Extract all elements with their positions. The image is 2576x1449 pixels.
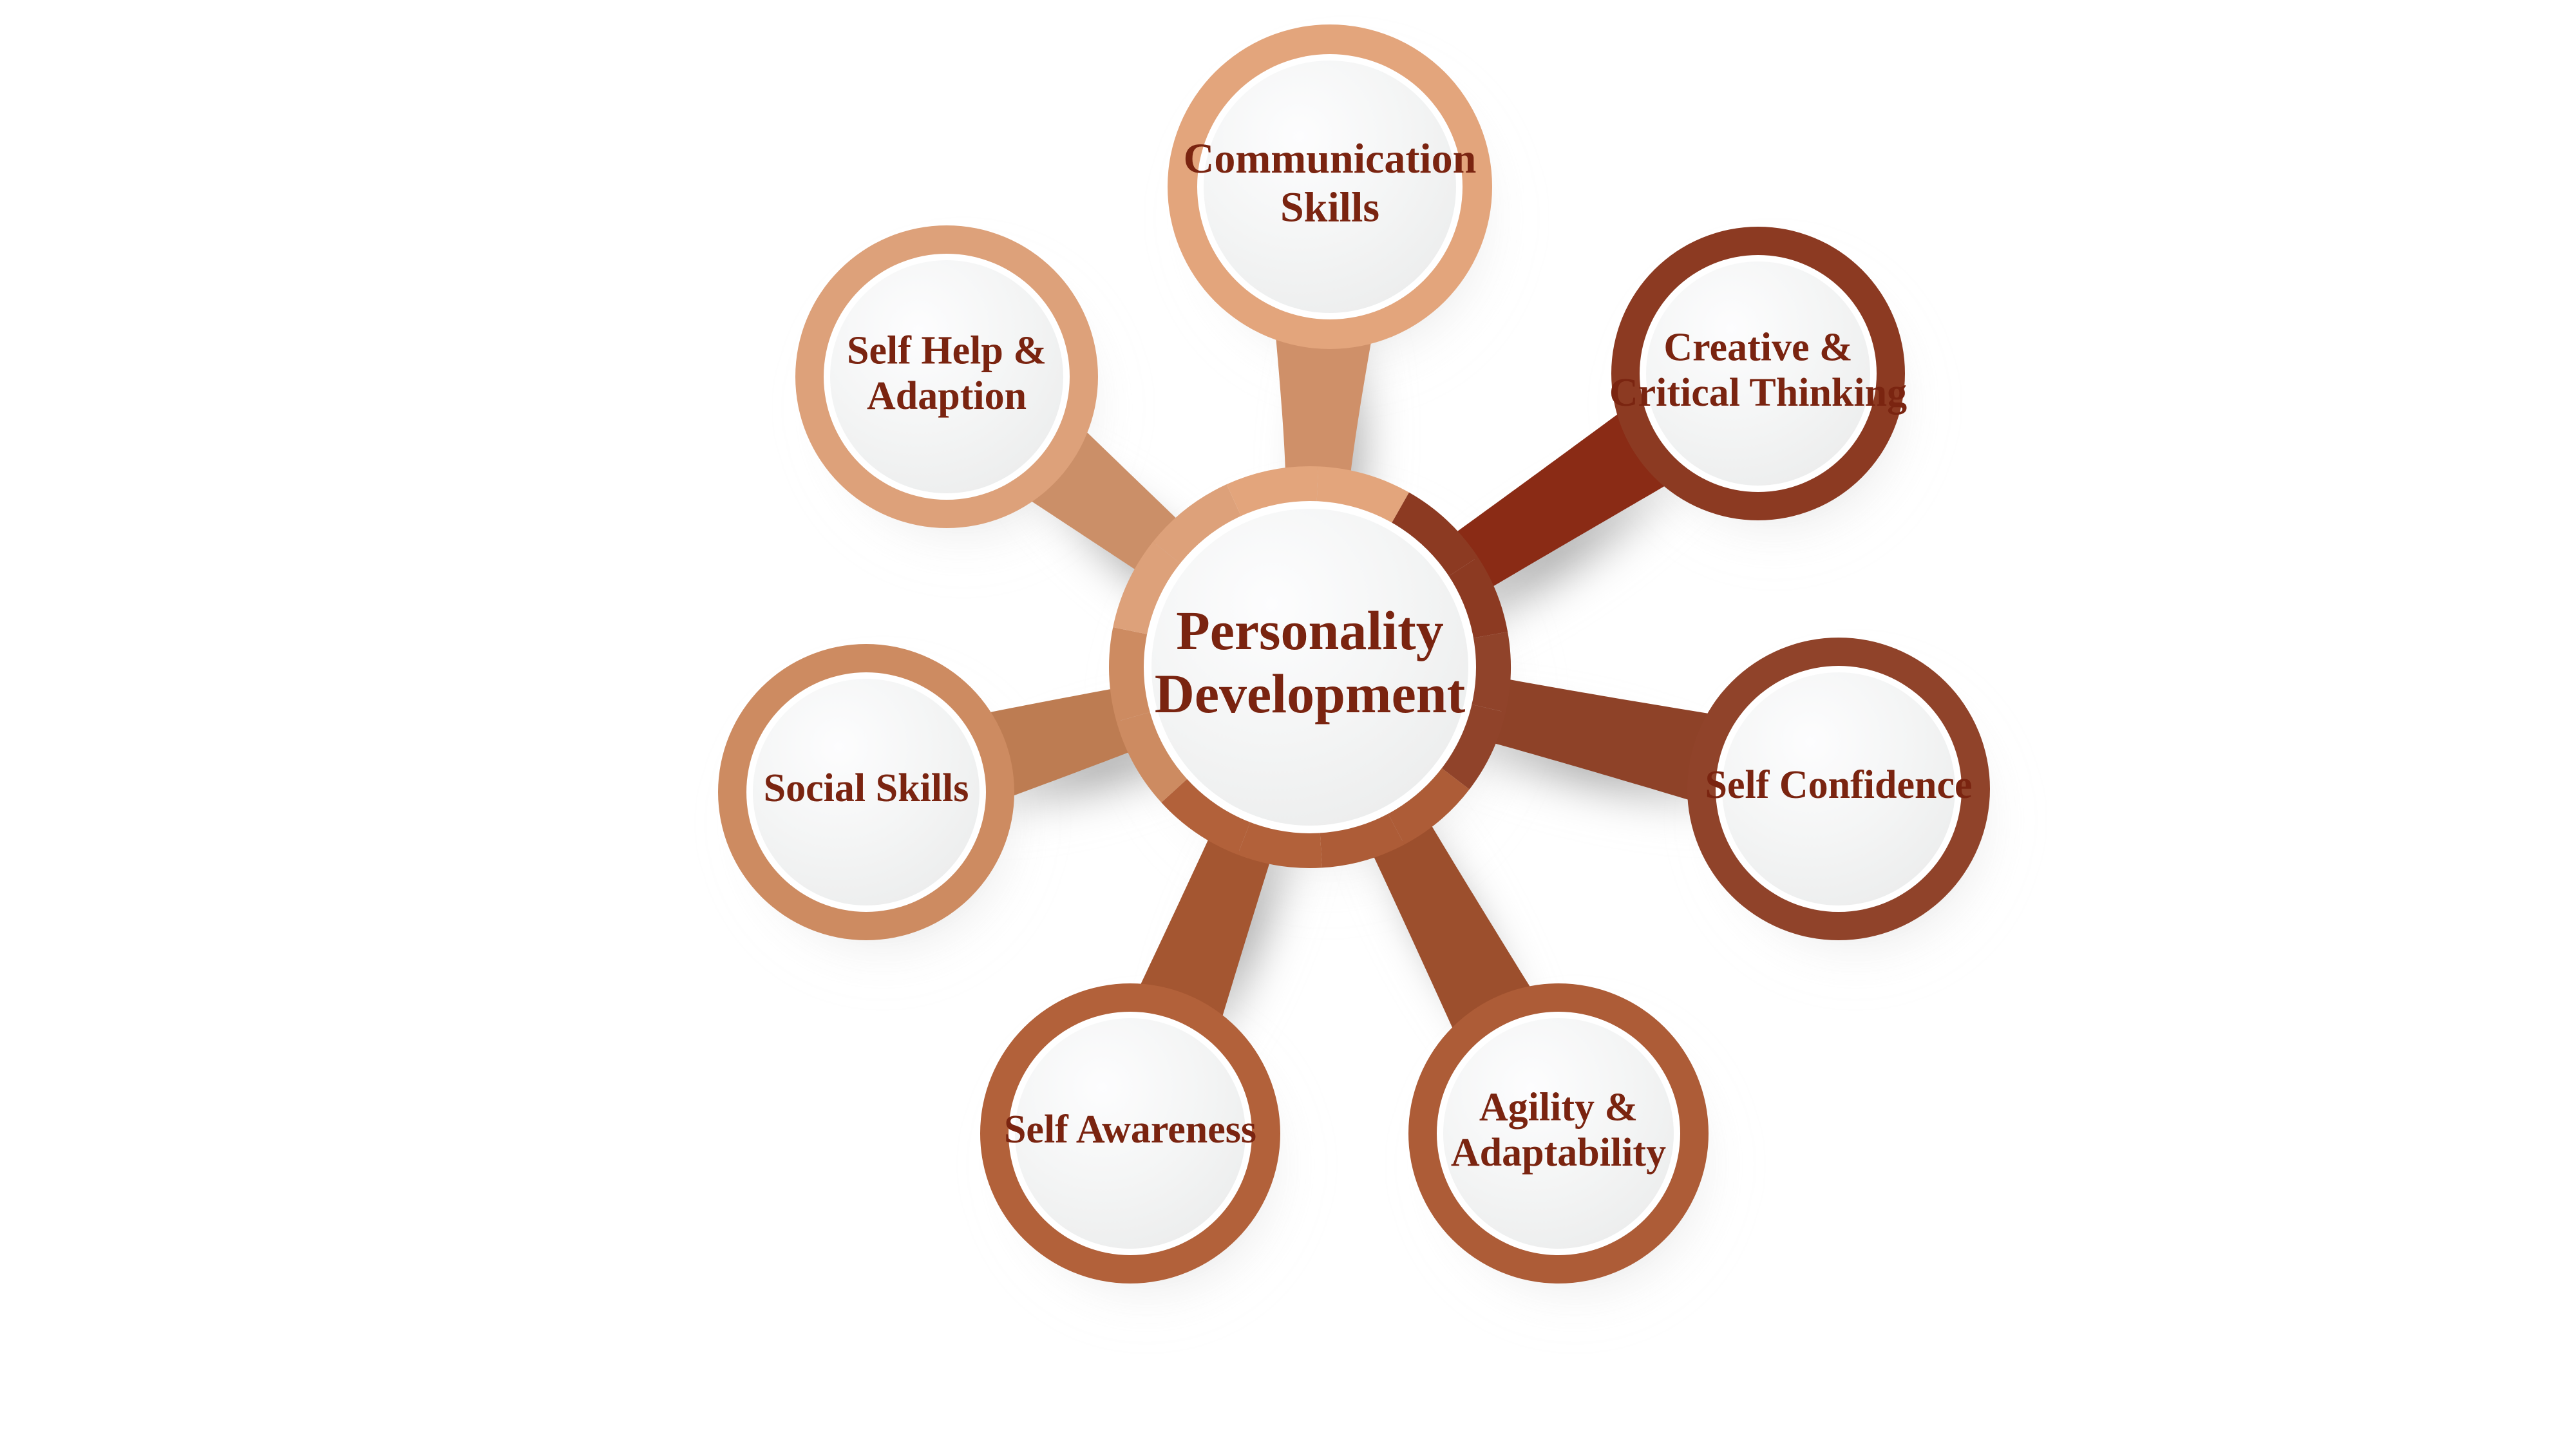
node-label-social-skills: Social Skills bbox=[764, 766, 969, 810]
spoke-social-skills bbox=[989, 688, 1130, 796]
hub-ring-segment-communication-skills-b bbox=[1226, 466, 1318, 518]
hub-ring-segment-agility-adaptability bbox=[1320, 812, 1405, 868]
node-disc-creative-critical-thinking bbox=[1646, 261, 1870, 486]
node-communication-skills[interactable] bbox=[1168, 24, 1492, 349]
hub-ring-segment-self-confidence-b bbox=[1470, 632, 1511, 712]
node-self-confidence[interactable] bbox=[1687, 638, 1990, 940]
hub-ring-segment-social-skills-b bbox=[1116, 712, 1188, 803]
spoke-creative-critical-thinking bbox=[1456, 413, 1666, 587]
node-disc-communication-skills bbox=[1204, 61, 1456, 313]
node-label-creative-critical-thinking: Creative &Critical Thinking bbox=[1609, 326, 1907, 415]
spoke-communication-skills bbox=[1276, 338, 1371, 472]
hub-ring-segment-self-help-adaption bbox=[1153, 484, 1242, 565]
node-creative-critical-thinking[interactable] bbox=[1611, 227, 1905, 520]
node-disc-self-awareness bbox=[1015, 1018, 1245, 1249]
hub-ring-segment-self-confidence bbox=[1441, 704, 1506, 790]
node-label-self-help-adaption: Self Help &Adaption bbox=[847, 329, 1046, 419]
spoke-self-awareness bbox=[1140, 839, 1270, 1017]
spoke-agility-adaptability bbox=[1373, 825, 1531, 1029]
node-label-self-confidence: Self Confidence bbox=[1705, 763, 1972, 807]
hub-disc bbox=[1151, 509, 1468, 826]
spoke-self-confidence bbox=[1494, 679, 1709, 800]
node-self-awareness[interactable] bbox=[980, 983, 1280, 1283]
hub-ring-segment-creative-critical-thinking-b bbox=[1391, 492, 1478, 577]
hub-ring-segment-creative-critical-thinking bbox=[1448, 557, 1508, 638]
node-self-help-adaption[interactable] bbox=[795, 225, 1098, 528]
node-label-self-awareness: Self Awareness bbox=[1004, 1108, 1256, 1151]
hub-ring-segment-agility-adaptability-b bbox=[1387, 767, 1470, 845]
hub-ring-segment-self-help-adaption-b bbox=[1113, 542, 1182, 635]
node-disc-self-confidence bbox=[1722, 672, 1955, 905]
node-agility-adaptability[interactable] bbox=[1408, 983, 1709, 1283]
node-layer bbox=[718, 24, 1990, 1283]
hub-ring-segment-social-skills bbox=[1109, 627, 1151, 722]
node-disc-self-help-adaption bbox=[830, 260, 1063, 493]
node-disc-social-skills bbox=[753, 679, 980, 905]
node-social-skills[interactable] bbox=[718, 644, 1014, 940]
hub-ring-layer bbox=[1109, 466, 1511, 868]
hub-ring-segment-self-awareness bbox=[1161, 778, 1251, 855]
hub-ring-segment-communication-skills bbox=[1316, 466, 1409, 524]
node-disc-agility-adaptability bbox=[1443, 1018, 1674, 1249]
node-label-agility-adaptability: Agility &Adaptability bbox=[1451, 1086, 1666, 1175]
